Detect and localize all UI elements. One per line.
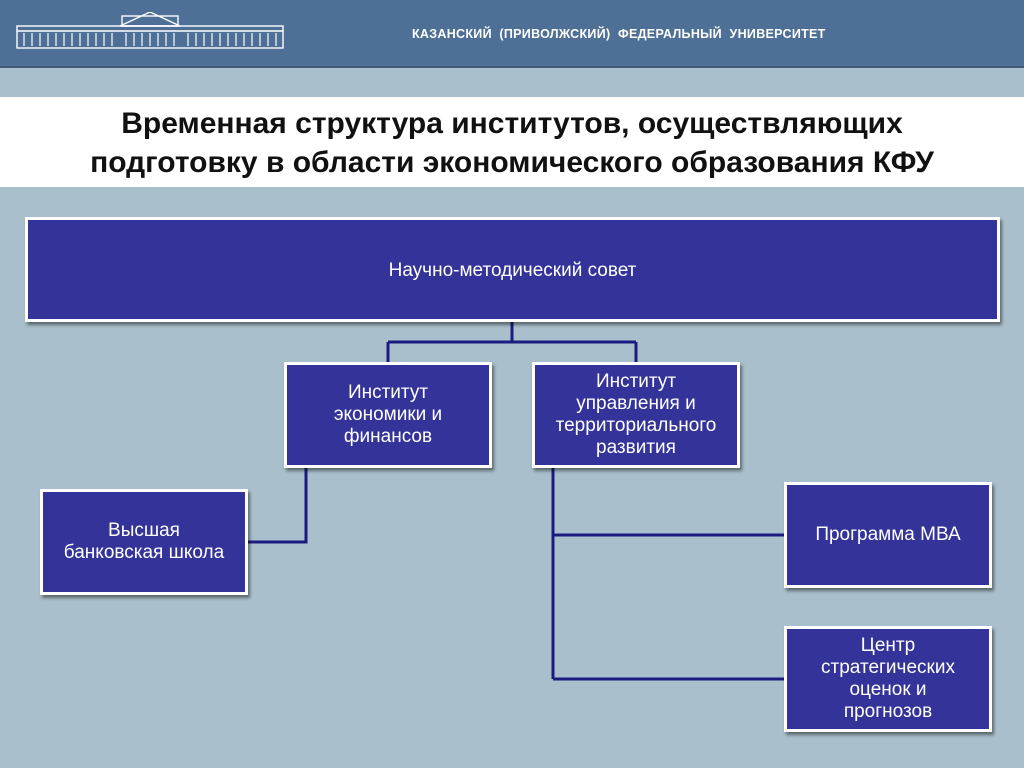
university-name: КАЗАНСКИЙ (ПРИВОЛЖСКИЙ) ФЕДЕРАЛЬНЫЙ УНИВ… <box>412 27 826 41</box>
title-band <box>0 97 1024 187</box>
banking-school-label: Высшая банковская школа <box>63 520 225 563</box>
mba-program-label: Программа МВА <box>815 524 961 545</box>
institute-management-label: Институт управления и территориального р… <box>555 371 717 458</box>
university-building-icon <box>16 12 284 49</box>
slide-title: Временная структура институтов, осуществ… <box>90 107 934 179</box>
connector-economics-to-banking <box>247 466 308 544</box>
institute-management-box: Институт управления и территориального р… <box>532 362 740 468</box>
institute-economics-box: Институт экономики и финансов <box>284 362 492 468</box>
strategic-center-label: Центр стратегических оценок и прогнозов <box>821 635 955 722</box>
banking-school-box: Высшая банковская школа <box>40 489 248 595</box>
mba-program-box: Программа МВА <box>784 482 992 588</box>
institute-economics-label: Институт экономики и финансов <box>333 382 443 447</box>
strategic-center-box: Центр стратегических оценок и прогнозов <box>784 626 992 732</box>
council-label: Научно-методический совет <box>388 260 637 281</box>
council-box: Научно-методический совет <box>25 217 1000 322</box>
header-bar: КАЗАНСКИЙ (ПРИВОЛЖСКИЙ) ФЕДЕРАЛЬНЫЙ УНИВ… <box>0 0 1024 68</box>
